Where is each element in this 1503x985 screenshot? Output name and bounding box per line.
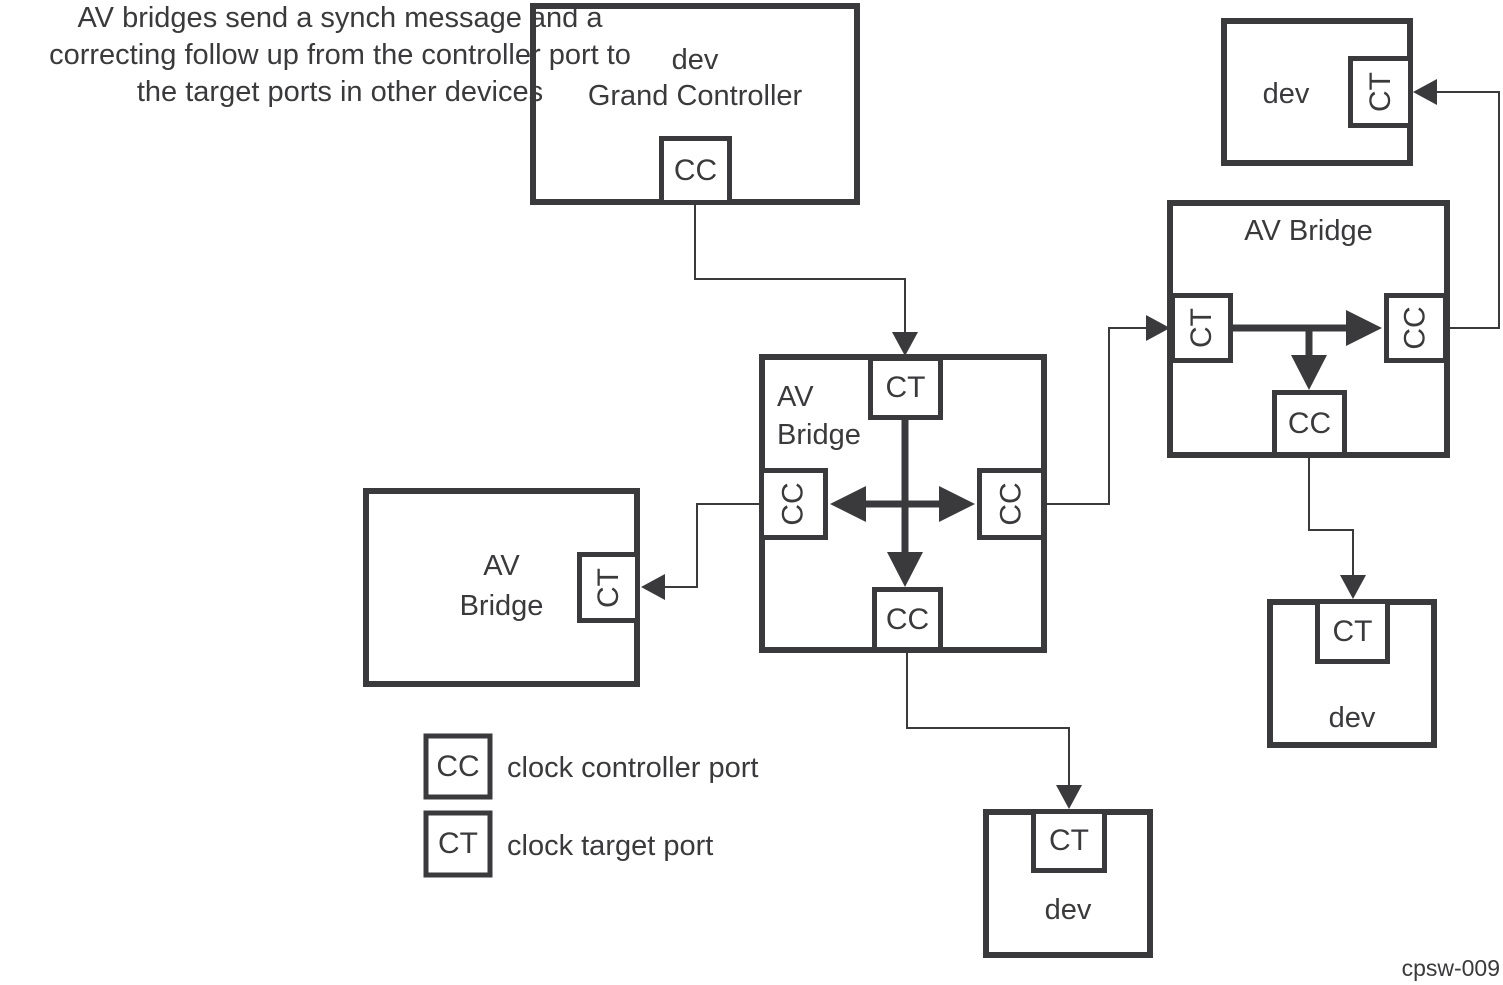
bridge-right-cc-bottom-label: CC (1272, 390, 1347, 457)
bridge-center-cc-left-port-box (759, 468, 828, 540)
bridge-right-ct-port-box (1170, 293, 1233, 363)
bridge-center-cc-bottom-text: CC (885, 602, 930, 636)
center-down-arrowhead (887, 552, 923, 587)
arrowhead-into-devbottomcenter-ct (1056, 785, 1082, 809)
legend-cc-label: clock controller port (507, 752, 759, 784)
arrowhead-into-left-ct (641, 574, 665, 600)
bridge-right-cc-right-text: CC (1399, 306, 1432, 350)
arrowhead-into-center-ct (892, 332, 918, 356)
legend-cc-symbol: CC (423, 733, 493, 800)
figure-id: cpsw-009 (1401, 955, 1500, 981)
dev-bottom-center-label: dev (1044, 894, 1092, 926)
bridge-right-cc-bottom-port-box (1272, 390, 1347, 457)
connector-center-to-right-bridge (1045, 327, 1150, 505)
center-right-arrowhead (939, 486, 975, 522)
legend-cc-box (423, 733, 493, 800)
legend-cc-symbol-text: CC (436, 749, 480, 783)
bridge-center-cc-right-label: CC (977, 468, 1046, 540)
bridge-left-title: AV Bridge (459, 550, 544, 622)
devbottomright-ct-port-box (1315, 599, 1390, 664)
bridge-center-cc-bottom-label: CC (872, 587, 943, 652)
bridge-center-cc-right-port-box (977, 468, 1046, 540)
bridge-left-ct-label: CT (577, 552, 640, 623)
right-bridge-right-arrowhead (1346, 310, 1382, 346)
bridge-center-cc-bottom-port-box (872, 587, 943, 652)
legend-ct-label: clock target port (507, 830, 714, 862)
devbottomright-ct-label: CT (1315, 599, 1390, 664)
dev-bottom-right-label: dev (1328, 702, 1376, 734)
bridge-right-cc-right-port-box (1384, 293, 1448, 363)
annotation-text: AV bridges send a synch message and a co… (49, 2, 631, 108)
bridge-center-title: AV Bridge (777, 381, 861, 451)
legend-ct-symbol-text: CT (438, 827, 478, 860)
grand-controller-title: dev Grand Controller (587, 44, 803, 112)
gc-cc-port-label: CC (659, 136, 732, 205)
bridge-right-ct-label: CT (1170, 293, 1233, 363)
sync-arrowheads (830, 310, 1382, 587)
connector-lines (663, 91, 1500, 789)
bridge-center-cc-right-text: CC (994, 482, 1028, 526)
arrowhead-into-devtop-ct (1413, 79, 1437, 105)
devbottomcenter-ct-text: CT (1049, 824, 1089, 857)
bridge-center-cc-left-text: CC (776, 482, 810, 526)
connector-center-bridge-to-dev-bottom (906, 651, 1070, 789)
devtop-ct-port-box (1348, 56, 1413, 128)
sync-arrow-lines (864, 324, 1349, 555)
arrowhead-into-devbottomright-ct (1340, 575, 1366, 599)
connector-arrowheads (641, 79, 1437, 809)
center-left-arrowhead (830, 486, 866, 522)
legend-ct-box (423, 810, 493, 878)
connector-right-bridge-to-dev-bottom (1308, 456, 1354, 579)
bridge-left-ct-text: CT (591, 567, 625, 608)
port-boxes (423, 56, 1448, 878)
legend-ct-symbol: CT (423, 810, 493, 878)
bridge-center-ct-text: CT (885, 371, 926, 404)
devtop-ct-text: CT (1363, 72, 1397, 112)
devtop-ct-label: CT (1348, 56, 1413, 128)
devbottomcenter-ct-label: CT (1031, 809, 1107, 873)
bridge-left-ct-port-box (577, 552, 640, 623)
connector-right-bridge-to-dev-top (1433, 91, 1500, 329)
connector-gc-to-center-bridge (694, 205, 906, 336)
devbottomcenter-ct-port-box (1031, 809, 1107, 873)
bridge-right-title: AV Bridge (1244, 215, 1373, 247)
bridge-left-box (363, 488, 640, 687)
devbottomright-ct-text: CT (1332, 614, 1373, 648)
right-bridge-down-arrowhead (1291, 355, 1327, 390)
bridge-right-cc-bottom-text: CC (1287, 406, 1332, 440)
gc-cc-port-text: CC (673, 153, 718, 187)
connector-center-to-left-bridge (663, 503, 763, 588)
bridge-center-ct-label: CT (868, 356, 943, 420)
bridge-center-cc-left-label: CC (759, 468, 828, 540)
dev-top-right-label: dev (1262, 78, 1310, 110)
arrowhead-into-right-ct (1146, 315, 1170, 341)
bridge-right-ct-text: CT (1184, 308, 1218, 348)
gc-cc-port-box (659, 136, 732, 205)
bridge-center-ct-port-box (868, 356, 943, 420)
bridge-right-cc-right-label: CC (1384, 293, 1448, 363)
